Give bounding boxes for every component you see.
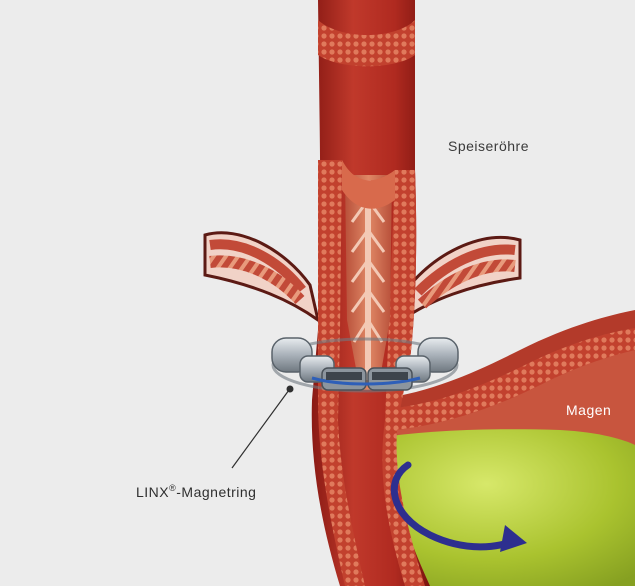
label-linx-ring: LINX®-Magnetring — [136, 483, 256, 500]
label-linx-suffix: -Magnetring — [176, 484, 256, 500]
label-esophagus: Speiseröhre — [448, 138, 529, 154]
label-stomach: Magen — [566, 402, 611, 418]
label-linx-name: LINX — [136, 484, 169, 500]
leader-dot — [287, 386, 294, 393]
leader-line — [232, 390, 289, 468]
